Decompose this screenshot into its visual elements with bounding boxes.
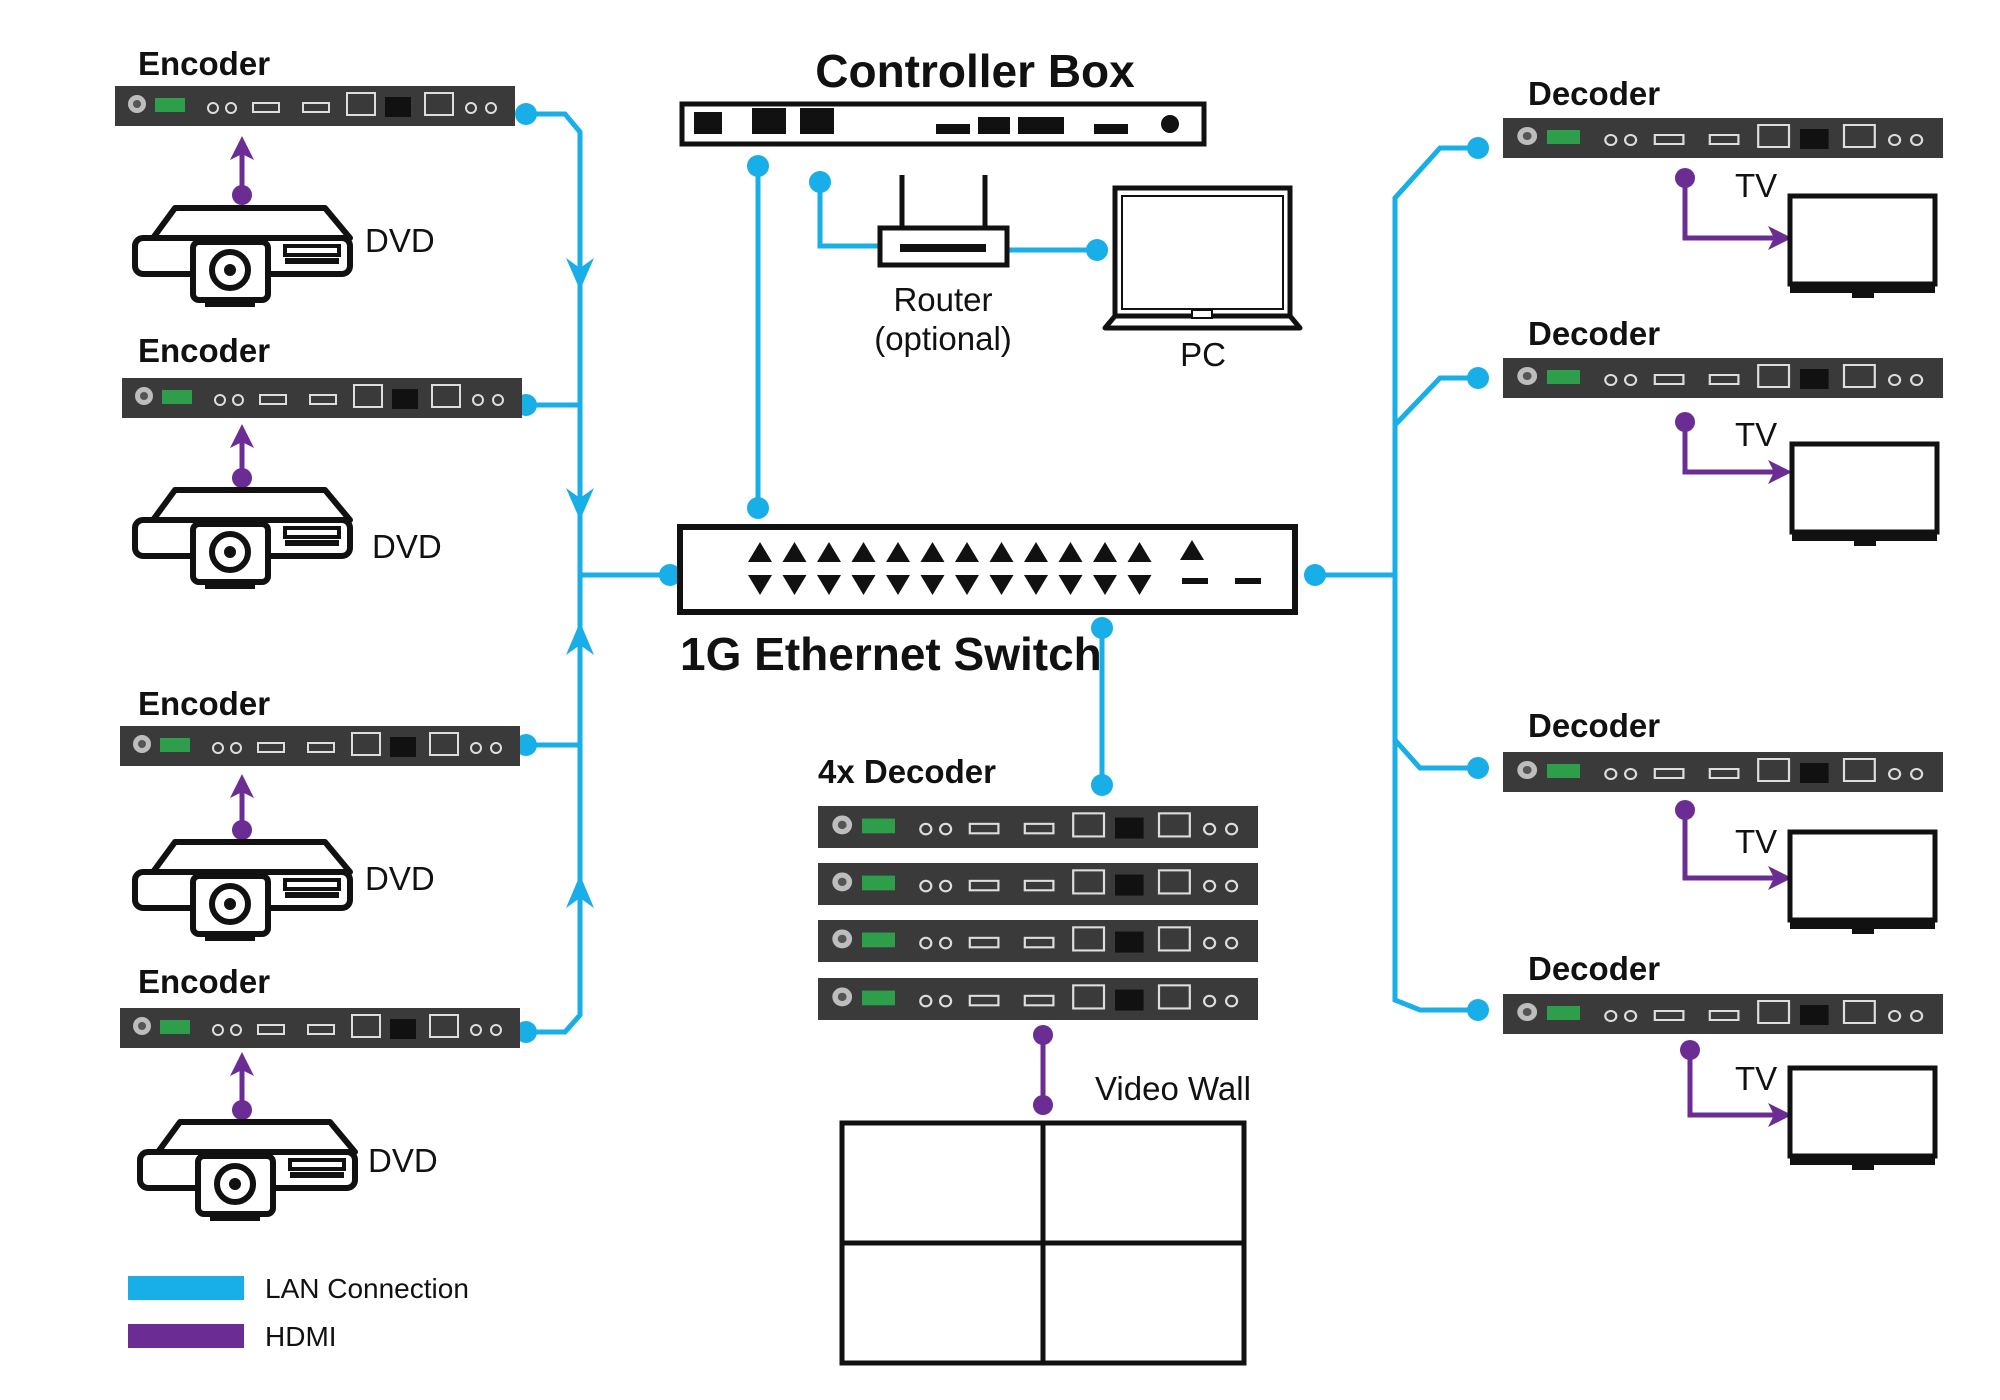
av-decoder-icon <box>1501 116 1945 160</box>
switch-port-down-icon <box>817 575 841 595</box>
hdmi-link-video-wall <box>1033 1025 1053 1115</box>
lan-center-links <box>755 166 1105 785</box>
pc-label: PC <box>1180 336 1226 373</box>
switch-port-up-icon <box>748 542 772 562</box>
router-optional-label: (optional) <box>874 320 1012 357</box>
encoder-label-3: Encoder <box>138 685 270 722</box>
switch-port-down-icon <box>989 575 1014 595</box>
ethernet-switch-icon <box>677 524 1298 615</box>
hdmi-link-encoder-1 <box>230 136 254 205</box>
decoder-label-3: Decoder <box>1528 707 1660 744</box>
switch-port-down-icon <box>782 575 807 595</box>
dvd-label-2: DVD <box>372 528 442 565</box>
switch-port-down-icon <box>955 575 979 595</box>
tv-icon <box>1790 832 1935 934</box>
lan-dots-right <box>1304 137 1489 1021</box>
hdmi-link-decoder-2 <box>1675 412 1792 484</box>
switch-port-down-icon <box>1058 575 1083 595</box>
switch-port-up-icon <box>886 542 910 562</box>
av-encoder-icon <box>119 725 521 767</box>
hdmi-link-encoder-2 <box>230 424 254 488</box>
encoder-label-2: Encoder <box>138 332 270 369</box>
tv-icon <box>1790 1068 1935 1170</box>
switch-port-down-icon <box>1127 575 1152 595</box>
dvd-label-3: DVD <box>365 860 435 897</box>
hdmi-link-decoder-4 <box>1680 1040 1792 1127</box>
tv-icon <box>1792 444 1937 546</box>
dvd-label-4: DVD <box>368 1142 438 1179</box>
switch-port-up-icon <box>1024 542 1048 562</box>
encoder-label-1: Encoder <box>138 45 270 82</box>
lan-dots-center <box>747 155 1113 796</box>
switch-port-up-icon <box>851 542 876 562</box>
switch-port-down-icon <box>1093 575 1117 595</box>
av-decoder-icon <box>1501 992 1945 1036</box>
switch-port-up-icon <box>989 542 1014 562</box>
controller-box-icon <box>679 101 1207 147</box>
tv-icon <box>1790 196 1935 298</box>
switch-port-up-icon <box>1093 542 1117 562</box>
av-decoder-icon <box>1501 356 1945 400</box>
legend-hdmi-label: HDMI <box>265 1321 337 1352</box>
controller-box-label: Controller Box <box>815 45 1135 97</box>
hdmi-link-encoder-4 <box>230 1052 254 1120</box>
quad-decoder-stack <box>816 804 1260 1022</box>
av-decoder-icon <box>816 804 1260 850</box>
av-encoder-icon <box>119 1007 521 1049</box>
legend-lan-swatch <box>128 1276 244 1300</box>
decoder-label-4: Decoder <box>1528 950 1660 987</box>
tv-label-2: TV <box>1735 416 1777 453</box>
switch-port-up-icon <box>1127 542 1152 562</box>
switch-port-down-icon <box>1024 575 1048 595</box>
legend-hdmi-swatch <box>128 1324 244 1348</box>
switch-port-down-icon <box>886 575 910 595</box>
switch-port-down-icon <box>748 575 772 595</box>
switch-port-up-icon <box>817 542 841 562</box>
hdmi-link-decoder-1 <box>1675 168 1792 250</box>
switch-port-up-icon <box>782 542 807 562</box>
decoder-label-2: Decoder <box>1528 315 1660 352</box>
av-decoder-icon <box>816 976 1260 1022</box>
legend-lan-label: LAN Connection <box>265 1273 469 1304</box>
tv-label-4: TV <box>1735 1060 1777 1097</box>
switch-port-down-icon <box>851 575 876 595</box>
av-decoder-icon <box>816 918 1260 964</box>
router-label: Router <box>893 281 992 318</box>
av-decoder-icon <box>816 861 1260 907</box>
laptop-icon <box>1102 185 1303 331</box>
tv-label-1: TV <box>1735 167 1777 204</box>
hdmi-link-decoder-3 <box>1675 800 1792 890</box>
switch-port-down-icon <box>920 575 945 595</box>
decoder-label-1: Decoder <box>1528 75 1660 112</box>
dvd-player-icon <box>135 842 350 941</box>
switch-label: 1G Ethernet Switch <box>680 628 1102 680</box>
legend: LAN Connection HDMI <box>128 1273 469 1352</box>
encoder-label-4: Encoder <box>138 963 270 1000</box>
tv-label-3: TV <box>1735 823 1777 860</box>
video-wall-label: Video Wall <box>1095 1070 1251 1107</box>
dvd-player-icon <box>135 208 350 307</box>
switch-port-up-icon <box>955 542 979 562</box>
dvd-label-1: DVD <box>365 222 435 259</box>
video-wall-icon <box>839 1120 1247 1366</box>
dvd-player-icon <box>135 490 350 589</box>
lan-bus-left-arrows <box>566 258 594 908</box>
router-icon <box>877 175 1010 268</box>
av-encoder-icon <box>114 85 516 127</box>
av-decoder-icon <box>1501 750 1945 794</box>
av-encoder-icon <box>121 377 523 419</box>
lan-bus-left <box>526 111 675 1035</box>
switch-port-up-icon <box>1058 542 1083 562</box>
lan-bus-right <box>1315 145 1478 1013</box>
hdmi-link-encoder-3 <box>230 774 254 840</box>
dvd-player-icon <box>140 1122 355 1221</box>
quad-decoder-label: 4x Decoder <box>818 753 996 790</box>
switch-port-up-icon <box>920 542 945 562</box>
